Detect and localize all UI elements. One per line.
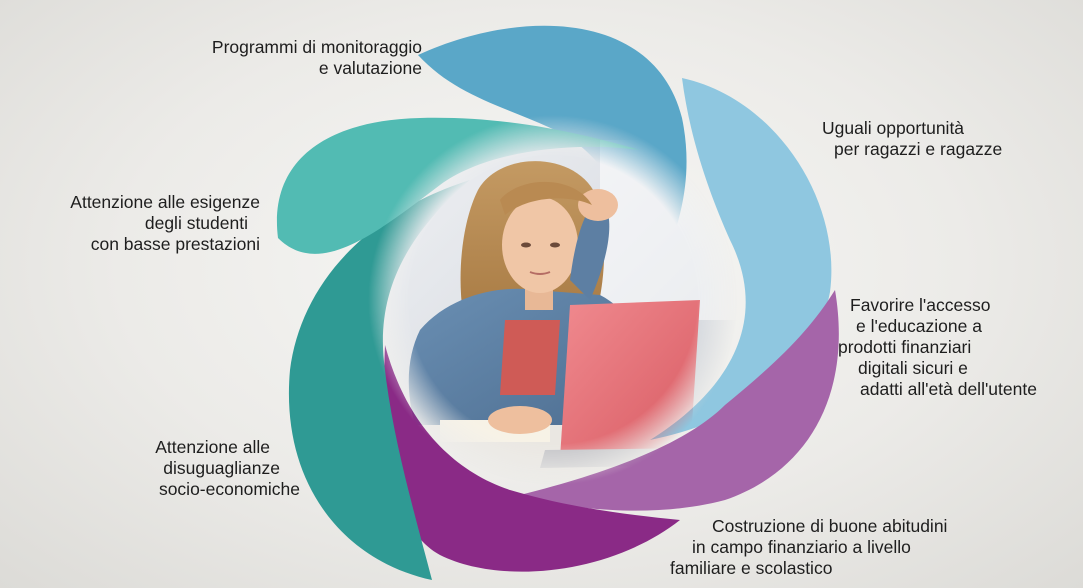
- label-low-performers: Attenzione alle esigenze degli studenti …: [10, 192, 260, 255]
- label-habits-line-2: in campo finanziario a livello: [692, 537, 911, 557]
- petal-digital-access: [520, 290, 839, 511]
- label-digital-access: Favorire l'accesso e l'educazione a prod…: [822, 295, 1037, 400]
- label-equal-opportunity: Uguali opportunità per ragazzi e ragazze: [822, 118, 1002, 160]
- petal-good-habits: [384, 345, 680, 572]
- label-inequality-line-3: socio-economiche: [158, 479, 300, 499]
- student-at-laptop-photo: [360, 110, 750, 505]
- label-access-line-1: Favorire l'accesso: [850, 295, 991, 315]
- label-habits-line-1: Costruzione di buone abitudini: [712, 516, 948, 536]
- label-monitoring: Programmi di monitoraggio e valutazione: [152, 37, 422, 79]
- label-monitoring-line-1: Programmi di monitoraggio: [211, 37, 422, 57]
- label-access-line-2: e l'educazione a: [856, 316, 982, 336]
- label-inequality-line-2: disuguaglianze: [163, 458, 280, 478]
- label-access-line-5: adatti all'età dell'utente: [860, 379, 1037, 399]
- label-equal-line-2: per ragazzi e ragazze: [834, 139, 1003, 159]
- label-lowperf-line-1: Attenzione alle esigenze: [70, 192, 260, 212]
- label-good-habits: Costruzione di buone abitudini in campo …: [670, 516, 947, 579]
- label-equal-line-1: Uguali opportunità: [822, 118, 965, 138]
- label-monitoring-line-2: e valutazione: [318, 58, 422, 78]
- label-lowperf-line-2: degli studenti: [144, 213, 248, 233]
- label-access-line-4: digitali sicuri e: [858, 358, 968, 378]
- label-access-line-3: prodotti finanziari: [838, 337, 972, 357]
- label-inequality: Attenzione alle disuguaglianze socio-eco…: [120, 437, 300, 500]
- label-lowperf-line-3: con basse prestazioni: [90, 234, 260, 254]
- label-inequality-line-1: Attenzione alle: [155, 437, 270, 457]
- label-habits-line-3: familiare e scolastico: [670, 558, 833, 578]
- petal-monitoring: [418, 25, 687, 330]
